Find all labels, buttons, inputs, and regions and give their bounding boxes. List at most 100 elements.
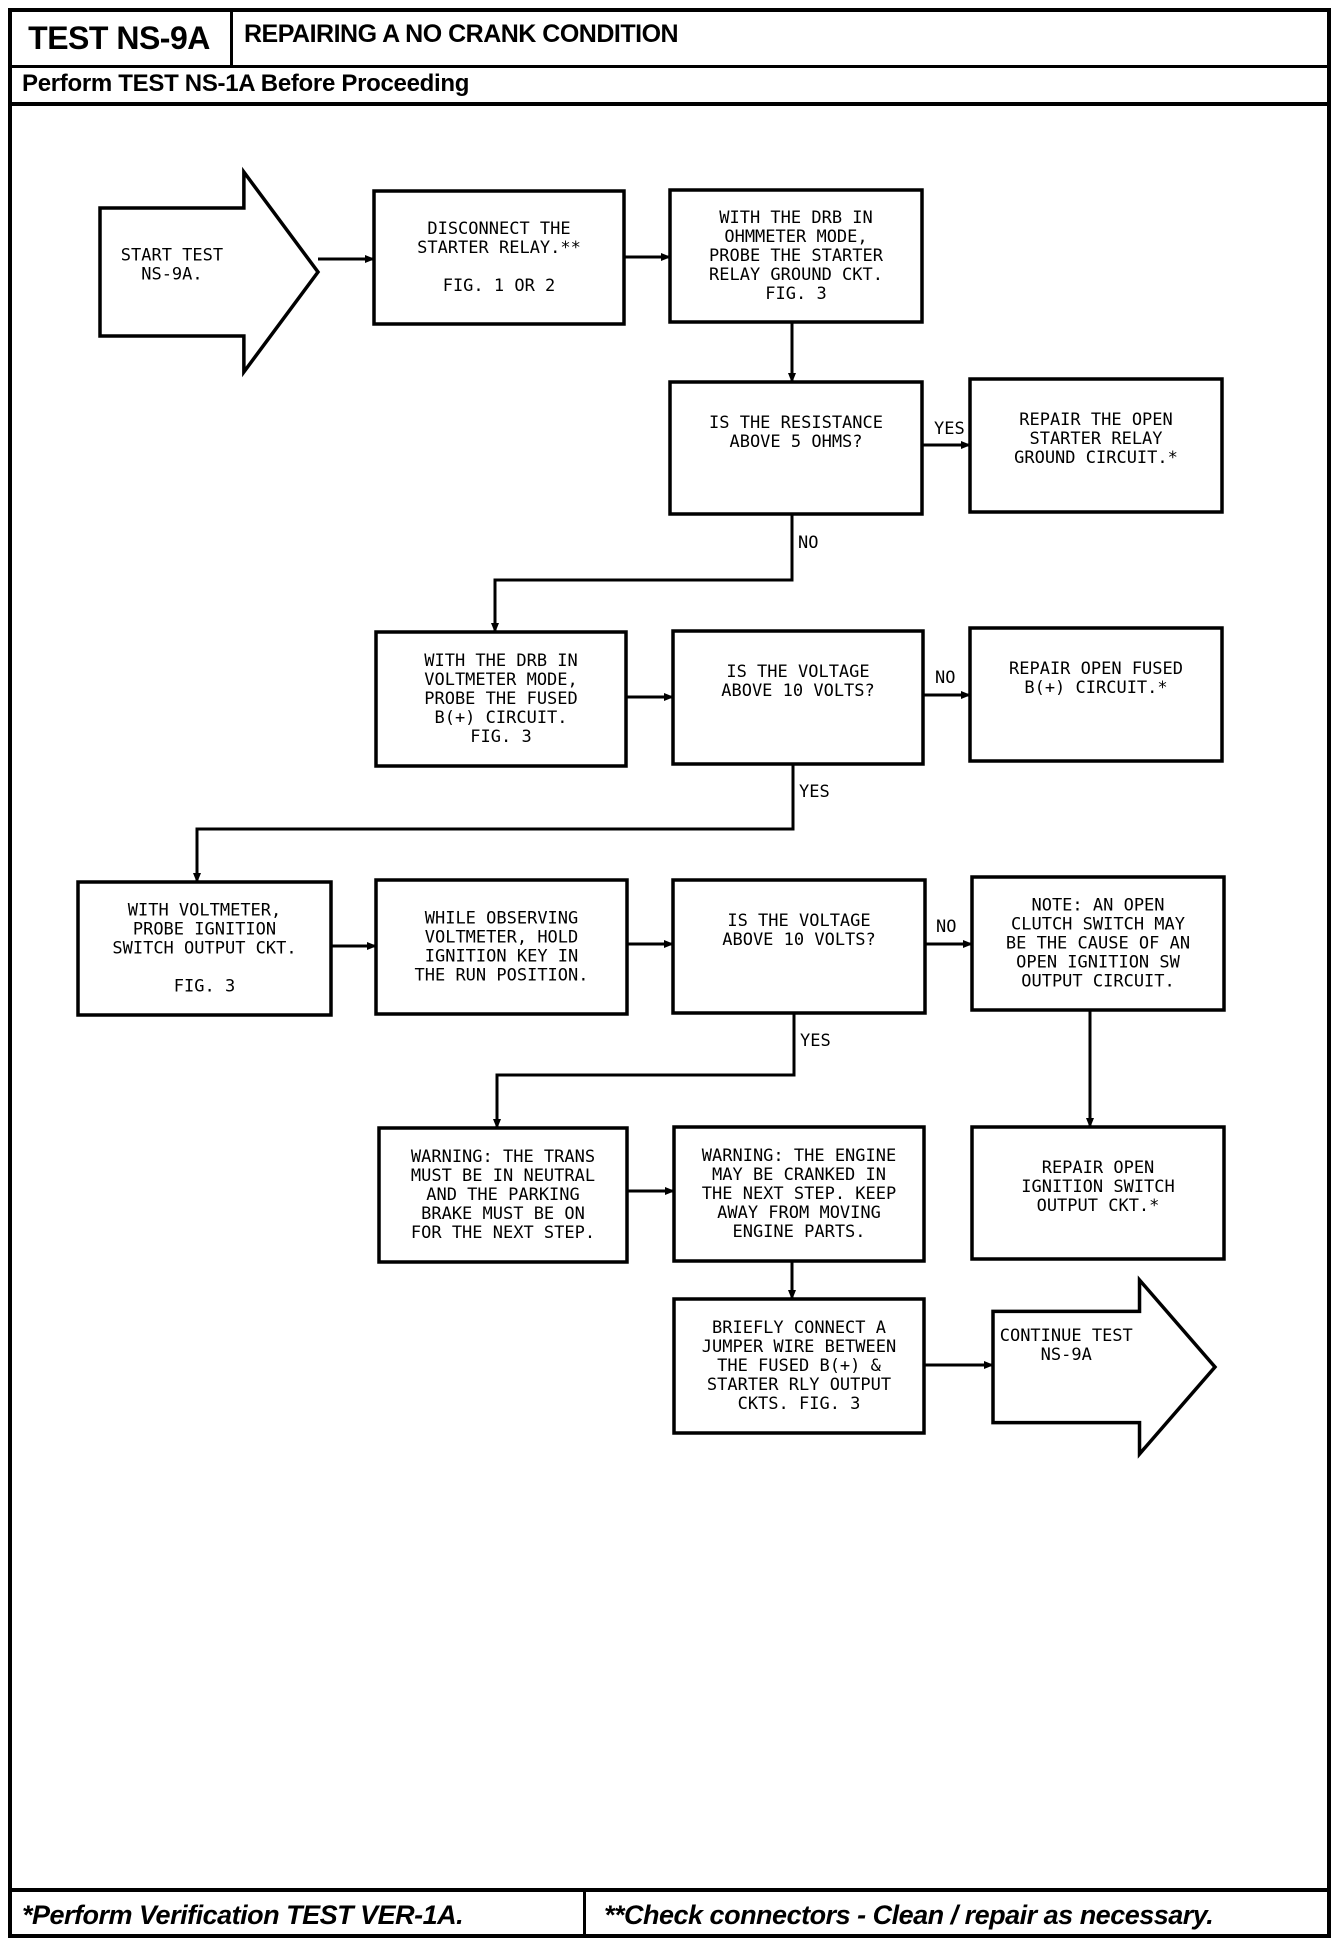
header-prerequisite-row [8,68,1331,106]
box-shape [672,1297,926,1435]
node-text-line: WITH VOLTMETER, [128,901,282,921]
box-shape [374,878,629,1016]
footer-row [8,1888,1331,1938]
arrow-shape [991,1275,1218,1459]
node-text-line: ENGINE PARTS. [732,1222,865,1242]
node-text-line: FIG. 3 [765,284,826,304]
node-text-line: REPAIR THE OPEN [1019,410,1173,430]
node-text-line: PROBE THE STARTER [709,246,884,266]
node-text-line: PROBE IGNITION [133,920,276,940]
node-text-line: FIG. 1 OR 2 [443,276,556,296]
node-text-line: CONTINUE TEST [1000,1326,1133,1346]
box-shape [668,380,924,516]
box-shape [672,1125,926,1263]
node-text-line: START TEST [121,246,223,266]
box-shape [671,629,925,766]
node-text-line: THE NEXT STEP. KEEP [702,1184,896,1204]
branch-label-voltage2-no: NO [936,917,956,937]
footer-divider [583,1888,586,1938]
connector-question2-yes-to-warning [493,1013,796,1129]
box-shape [671,878,927,1015]
node-text-line: AWAY FROM MOVING [717,1203,881,1223]
node-text-line: CLUTCH SWITCH MAY [1011,915,1185,935]
node-text-line: IS THE VOLTAGE [727,911,870,931]
box-shape [968,377,1224,514]
node-text-line: STARTER RELAY [1029,429,1162,449]
node-text-line: JUMPER WIRE BETWEEN [702,1337,896,1357]
node-text-line: OUTPUT CIRCUIT. [1021,972,1175,992]
branch-label-voltage1-yes: YES [799,782,830,802]
node-text-line: BE THE CAUSE OF AN [1006,934,1190,954]
prerequisite-note: Perform TEST NS-1A Before Proceeding [22,70,470,97]
node-text-line: AND THE PARKING [426,1185,580,1205]
branch-label-voltage1-no: NO [935,668,955,688]
node-text-line: OPEN IGNITION SW [1016,953,1181,973]
node-text-line: BRIEFLY CONNECT A [712,1318,886,1338]
branch-label-resistance-no: NO [798,533,818,553]
node-text-line: THE RUN POSITION. [415,966,589,986]
footer-note-connectors: **Check connectors - Clean / repair as n… [604,1900,1214,1930]
box-shape [968,626,1224,763]
node-text-line: NS-9A. [141,265,202,285]
footer-note-verification: *Perform Verification TEST VER-1A. [22,1900,464,1930]
node-text-line: GROUND CIRCUIT.* [1014,448,1178,468]
page-frame [8,8,1331,1938]
node-text-line: VOLTMETER, HOLD [425,928,579,948]
node-text-line: REPAIR OPEN [1042,1158,1155,1178]
node-text-line: RELAY GROUND CKT. [709,265,883,285]
node-text-line: STARTER RLY OUTPUT [707,1375,891,1395]
node-text-line: FIG. 3 [174,977,235,997]
box-shape [372,189,626,326]
node-text-line: FIG. 3 [470,727,531,747]
box-shape [76,880,333,1017]
node-text-line: VOLTMETER MODE, [424,670,578,690]
node-text-line: ABOVE 10 VOLTS? [721,681,875,701]
box-shape [970,1125,1226,1261]
node-text-line: WITH THE DRB IN [719,208,873,228]
page-title: REPAIRING A NO CRANK CONDITION [244,20,679,48]
test-id: TEST NS-9A [28,19,210,56]
test-id-cell: TEST NS-9A [8,8,233,68]
box-shape [970,875,1226,1012]
node-text-line: IS THE VOLTAGE [726,662,869,682]
node-text-line: NOTE: AN OPEN [1031,896,1164,916]
node-text-line: WARNING: THE ENGINE [702,1146,896,1166]
node-text-line: IGNITION SWITCH [1021,1177,1175,1197]
node-text-line: DISCONNECT THE [427,219,570,239]
node-text-line: IGNITION KEY IN [425,947,579,967]
node-text-line: CKTS. FIG. 3 [738,1394,861,1414]
node-text-line: PROBE THE FUSED [424,689,578,709]
node-text-line: IS THE RESISTANCE [709,413,883,433]
node-text-line: OHMMETER MODE, [724,227,867,247]
arrow-shape [98,166,321,378]
header-title-row [8,8,1331,68]
node-text-line: NS-9A [1041,1345,1092,1365]
box-shape [377,1126,629,1264]
node-text-line: WITH THE DRB IN [424,651,578,671]
